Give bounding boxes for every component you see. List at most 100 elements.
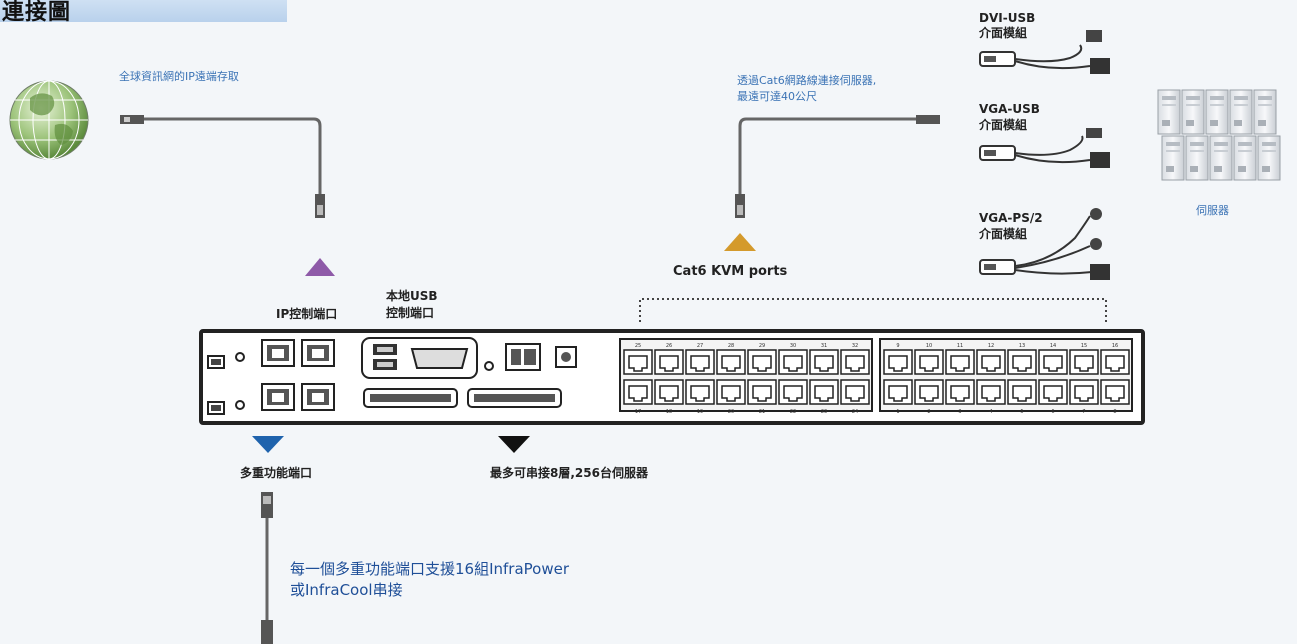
server-unit bbox=[1253, 89, 1277, 135]
kvm-port bbox=[685, 379, 715, 405]
local-usb-label-line2: 控制端口 bbox=[386, 306, 435, 320]
server-stack-icon bbox=[1157, 89, 1281, 181]
title-bar: 連接圖 bbox=[0, 0, 287, 25]
port-number-label: 18 bbox=[666, 409, 672, 415]
port-number-label: 26 bbox=[666, 343, 672, 349]
multi-port-cable bbox=[261, 492, 273, 644]
kvm-port bbox=[716, 379, 746, 405]
server-unit bbox=[1205, 89, 1229, 135]
port-number-label: 9 bbox=[896, 343, 899, 349]
vga-ps2-adapter-icon bbox=[979, 208, 1110, 280]
port-number-label: 20 bbox=[728, 409, 734, 415]
kvm-port bbox=[778, 349, 808, 375]
vga-usb-adapter-icon bbox=[979, 128, 1110, 168]
server-unit bbox=[1181, 89, 1205, 135]
port-number-label: 22 bbox=[790, 409, 796, 415]
kvm-port bbox=[1100, 379, 1130, 405]
port-number-label: 15 bbox=[1081, 343, 1087, 349]
ip-arrow bbox=[305, 258, 335, 276]
port-number-label: 5 bbox=[1020, 409, 1023, 415]
server-unit bbox=[1257, 135, 1281, 181]
port-number-label: 24 bbox=[852, 409, 858, 415]
kvm-port bbox=[623, 349, 653, 375]
kvm-port bbox=[716, 349, 746, 375]
cat6-ports-label: Cat6 KVM ports bbox=[673, 264, 788, 279]
port-number-label: 2 bbox=[927, 409, 930, 415]
kvm-port bbox=[1007, 379, 1037, 405]
ip-port-label: IP控制端口 bbox=[276, 307, 338, 321]
port-number-label: 27 bbox=[697, 343, 703, 349]
kvm-port bbox=[976, 349, 1006, 375]
kvm-port bbox=[945, 379, 975, 405]
port-number-label: 25 bbox=[635, 343, 641, 349]
kvm-port bbox=[883, 379, 913, 405]
port-number-label: 6 bbox=[1051, 409, 1054, 415]
port-number-label: 31 bbox=[821, 343, 827, 349]
cat6-note-line2: 最遠可達40公尺 bbox=[737, 90, 817, 103]
kvm-port bbox=[1069, 349, 1099, 375]
remote-access-label: 全球資訊網的IP遠端存取 bbox=[119, 70, 239, 83]
server-unit bbox=[1161, 135, 1185, 181]
kvm-port bbox=[1038, 379, 1068, 405]
port-number-label: 3 bbox=[958, 409, 961, 415]
infra-note-line1: 每一個多重功能端口支援16組InfraPower bbox=[290, 560, 570, 578]
kvm-port bbox=[747, 379, 777, 405]
port-number-label: 8 bbox=[1113, 409, 1116, 415]
port-number-label: 7 bbox=[1082, 409, 1085, 415]
kvm-port bbox=[685, 349, 715, 375]
port-number-label: 1 bbox=[896, 409, 899, 415]
server-unit bbox=[1209, 135, 1233, 181]
kvm-port bbox=[623, 379, 653, 405]
kvm-port bbox=[976, 379, 1006, 405]
server-unit bbox=[1233, 135, 1257, 181]
port-number-label: 17 bbox=[635, 409, 641, 415]
server-label: 伺服器 bbox=[1196, 204, 1229, 217]
page-title: 連接圖 bbox=[2, 0, 72, 25]
kvm-port bbox=[945, 349, 975, 375]
cat6-note-line1: 透過Cat6網路線連接伺服器, bbox=[737, 74, 877, 87]
kvm-port bbox=[1069, 379, 1099, 405]
module-dvi-usb-line2: 介面模組 bbox=[979, 26, 1028, 40]
kvm-port-grid: 2517261827192820292130223123322491102113… bbox=[623, 343, 1130, 415]
port-number-label: 29 bbox=[759, 343, 765, 349]
port-number-label: 4 bbox=[989, 409, 992, 415]
module-vga-usb-line1: VGA-USB bbox=[979, 102, 1040, 116]
multi-port-label: 多重功能端口 bbox=[240, 466, 313, 480]
kvm-port bbox=[747, 349, 777, 375]
module-vga-ps2-line1: VGA-PS/2 bbox=[979, 211, 1043, 225]
kvm-switch-panel: 2517261827192820292130223123322491102113… bbox=[199, 329, 1145, 425]
module-vga-usb-line2: 介面模組 bbox=[979, 118, 1028, 132]
port-number-label: 21 bbox=[759, 409, 765, 415]
cat6-arrow bbox=[724, 233, 756, 251]
cat6-cable bbox=[735, 115, 940, 218]
server-unit bbox=[1157, 89, 1181, 135]
ip-cable bbox=[120, 115, 325, 218]
kvm-port bbox=[914, 349, 944, 375]
kvm-port bbox=[654, 349, 684, 375]
port-number-label: 10 bbox=[926, 343, 932, 349]
port-number-label: 13 bbox=[1019, 343, 1025, 349]
kvm-port bbox=[809, 379, 839, 405]
daisy-chain-arrow bbox=[498, 436, 530, 453]
daisy-chain-label: 最多可串接8層,256台伺服器 bbox=[490, 466, 648, 480]
module-dvi-usb-line1: DVI-USB bbox=[979, 11, 1036, 25]
module-vga-ps2-line2: 介面模組 bbox=[979, 227, 1028, 241]
kvm-port bbox=[914, 379, 944, 405]
kvm-port bbox=[1100, 349, 1130, 375]
port-number-label: 23 bbox=[821, 409, 827, 415]
globe-icon bbox=[9, 80, 89, 160]
port-group-bracket bbox=[639, 298, 1107, 322]
port-number-label: 28 bbox=[728, 343, 734, 349]
kvm-port bbox=[809, 349, 839, 375]
kvm-port bbox=[778, 379, 808, 405]
kvm-port bbox=[840, 379, 870, 405]
server-unit bbox=[1229, 89, 1253, 135]
kvm-port bbox=[1007, 349, 1037, 375]
kvm-port bbox=[1038, 349, 1068, 375]
infra-note-line2: 或InfraCool串接 bbox=[290, 581, 403, 599]
port-number-label: 12 bbox=[988, 343, 994, 349]
port-number-label: 16 bbox=[1112, 343, 1118, 349]
kvm-port bbox=[654, 379, 684, 405]
port-number-label: 19 bbox=[697, 409, 703, 415]
